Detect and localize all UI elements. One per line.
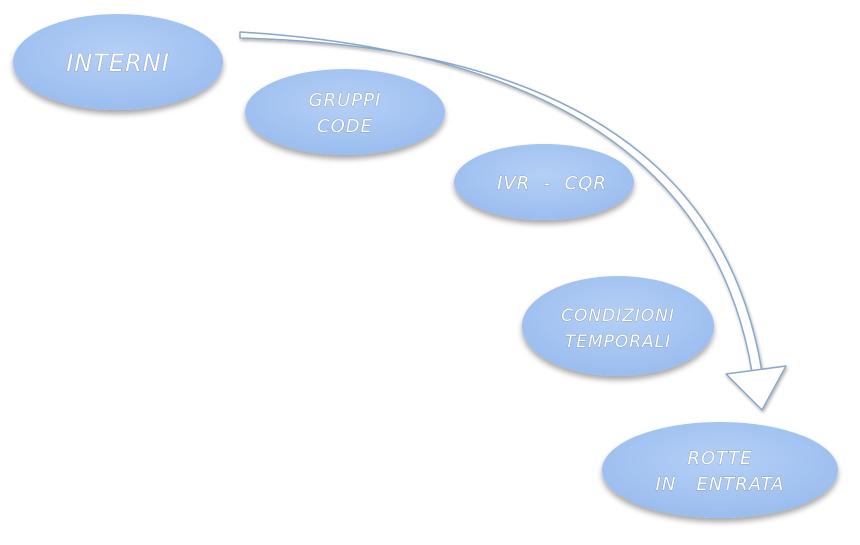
node-ivr-cqr-shape (454, 144, 634, 220)
node-interni-shape (13, 14, 223, 110)
node-condizioni-temporali: CONDIZIONI TEMPORALI (522, 276, 714, 376)
node-rotte-in-entrata-label-line2: IN ENTRATA (656, 474, 785, 495)
flow-arrow (239, 31, 787, 411)
node-ivr-cqr-label: IVR - CQR (497, 173, 607, 194)
node-rotte-in-entrata-label-line1: ROTTE (687, 448, 752, 469)
node-gruppi-code-label-line1: GRUPPI (309, 90, 382, 111)
flow-arrow-head (725, 365, 787, 411)
node-interni-label: INTERNI (66, 49, 170, 77)
node-gruppi-code: GRUPPI CODE (245, 69, 445, 155)
node-rotte-in-entrata: ROTTE IN ENTRATA (602, 422, 838, 518)
node-rotte-in-entrata-shape (602, 422, 838, 518)
node-condizioni-temporali-label-line1: CONDIZIONI (561, 306, 675, 326)
node-condizioni-temporali-label-line2: TEMPORALI (565, 332, 671, 352)
node-gruppi-code-label-line2: CODE (317, 116, 373, 137)
node-gruppi-code-shape (245, 69, 445, 155)
node-condizioni-temporali-shape (522, 276, 714, 376)
node-ivr-cqr: IVR - CQR (454, 144, 634, 220)
node-interni: INTERNI (13, 14, 223, 110)
